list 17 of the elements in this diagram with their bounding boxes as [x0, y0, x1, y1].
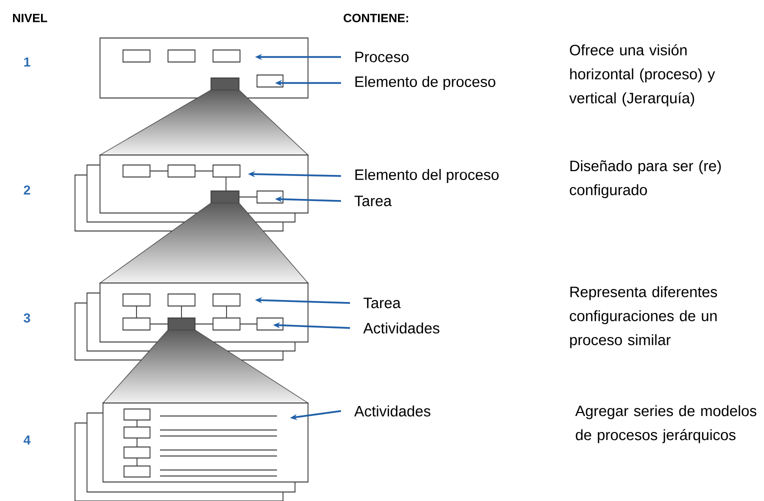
level-number: 3 [24, 313, 30, 323]
level-description: Diseñado para ser (re) configurado [570, 160, 721, 198]
level-number: 1 [24, 58, 30, 66]
part-label: Elemento del proceso [355, 169, 499, 183]
part-label: Tarea [364, 298, 401, 308]
level-number: 2 [24, 185, 30, 195]
column-heading: NIVEL [13, 14, 48, 22]
part-label: Actividades [363, 322, 440, 334]
part-label: Elemento de proceso [355, 76, 496, 90]
column-heading: CONTIENE: [344, 14, 408, 22]
level-description: Representa diferentes configuraciones de un proceso similar [570, 286, 718, 348]
level-description: Agregar series de modelos de procesos jerárquicos [575, 405, 756, 444]
level-number: 4 [24, 436, 31, 444]
part-label: Proceso [355, 52, 409, 62]
level-description: Ofrece una visión horizontal (proceso) y vertical (Jerarquía) [569, 44, 716, 106]
part-label: Actividades [354, 405, 430, 416]
part-label: Tarea [354, 196, 392, 206]
